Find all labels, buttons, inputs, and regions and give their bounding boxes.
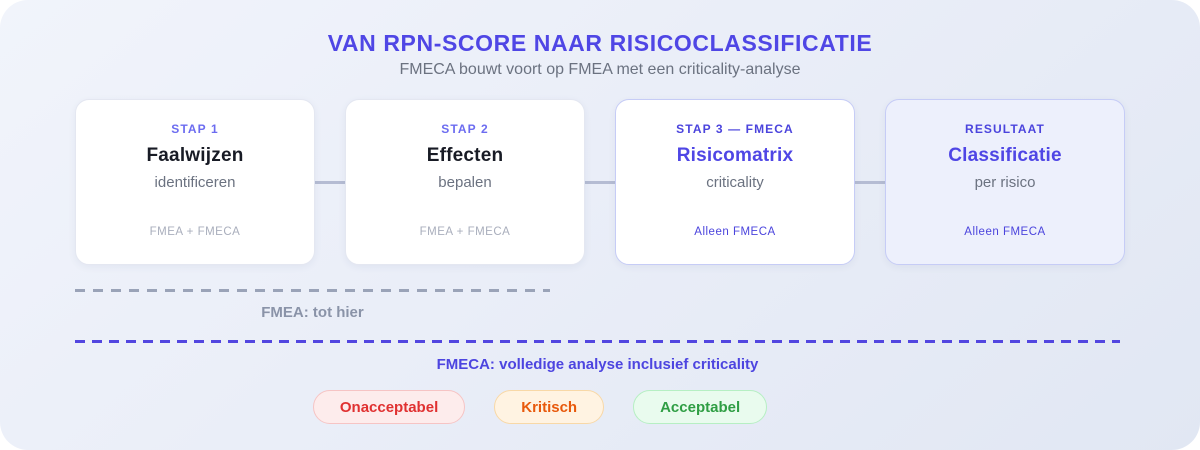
fmea-span-dashed-line — [75, 289, 550, 292]
page-subtitle: FMECA bouwt voort op FMEA met een critic… — [399, 61, 801, 78]
connector-line-1 — [315, 181, 345, 184]
step-label: RESULTAAT — [965, 122, 1045, 136]
step-title: Classificatie — [948, 145, 1062, 166]
step-subtitle: per risico — [974, 174, 1036, 191]
badge-kritisch: Kritisch — [494, 390, 605, 424]
step-label: STAP 1 — [171, 122, 219, 136]
step-title: Risicomatrix — [676, 145, 794, 166]
classification-legend: Onacceptabel Kritisch Acceptabel — [0, 390, 1080, 424]
step-scope: Alleen FMECA — [694, 226, 776, 238]
step-label: STAP 3 — FMECA — [676, 122, 794, 136]
step-scope: FMEA + FMECA — [149, 226, 241, 238]
step-card-effecten: STAP 2 Effecten bepalen FMEA + FMECA — [345, 99, 585, 265]
fmeca-span-label: FMECA: volledige analyse inclusief criti… — [436, 356, 759, 373]
step-scope: FMEA + FMECA — [419, 226, 511, 238]
fmeca-span-dashed-line — [75, 340, 1120, 343]
connector-line-3 — [855, 181, 885, 184]
badge-acceptabel: Acceptabel — [633, 390, 768, 424]
fmea-span-label: FMEA: tot hier — [261, 304, 364, 321]
step-subtitle: identificeren — [154, 174, 236, 191]
connector-line-2 — [585, 181, 615, 184]
step-title: Effecten — [426, 145, 504, 166]
steps-row: STAP 1 Faalwijzen identificeren FMEA + F… — [75, 99, 1125, 265]
step-label: STAP 2 — [441, 122, 489, 136]
step-title: Faalwijzen — [146, 145, 244, 166]
page-title: VAN RPN-SCORE NAAR RISICOCLASSIFICATIE — [327, 30, 873, 56]
step-scope: Alleen FMECA — [964, 226, 1046, 238]
step-subtitle: criticality — [706, 174, 764, 191]
step-card-classificatie: RESULTAAT Classificatie per risico Allee… — [885, 99, 1125, 265]
badge-onacceptabel: Onacceptabel — [312, 390, 466, 424]
step-card-faalwijzen: STAP 1 Faalwijzen identificeren FMEA + F… — [75, 99, 315, 265]
step-subtitle: bepalen — [438, 174, 492, 191]
step-card-risicomatrix: STAP 3 — FMECA Risicomatrix criticality … — [615, 99, 855, 265]
